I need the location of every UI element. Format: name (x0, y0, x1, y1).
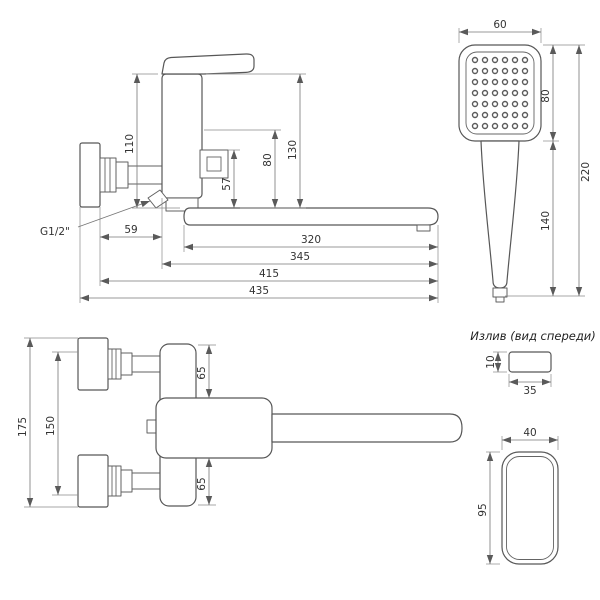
top-connector (107, 348, 161, 380)
spout-bar-front (271, 413, 463, 443)
lever-handle (161, 53, 255, 75)
dim-label-150: 150 (45, 416, 57, 436)
shower-nozzles (471, 56, 529, 130)
dim-side-130: 130 (206, 73, 306, 209)
spout-plan-view: 40 95 (477, 427, 559, 565)
dim-side-435: 435 (79, 207, 438, 303)
bottom-connector (107, 465, 161, 497)
faucet-body (161, 73, 203, 199)
dim-label-80: 80 (262, 153, 274, 166)
diverter-detail (199, 149, 229, 179)
dim-label-345: 345 (290, 251, 310, 263)
dim-label-175: 175 (17, 417, 29, 437)
dim-shower-140: 140 (505, 141, 585, 297)
dim-front-65-top: 65 (196, 344, 216, 398)
dim-label-59: 59 (124, 224, 137, 236)
hand-shower-view: 60 80 140 220 (458, 19, 592, 303)
faucet-side-view: 110 80 130 57 59 (40, 53, 439, 303)
thread-size-label: G1/2" (40, 226, 70, 238)
faucet-spout (183, 207, 439, 226)
shower-handle (480, 140, 520, 289)
shower-face-plate (465, 51, 535, 135)
dim-spout-front-35: 35 (508, 374, 552, 397)
thread-callout: G1/2" (40, 200, 151, 238)
spout-plan-inner-edge (506, 456, 554, 560)
dim-side-415: 415 (100, 268, 438, 285)
dim-label-40: 40 (523, 427, 536, 439)
shower-hose-fitting (147, 189, 169, 209)
shower-inlet-nut (492, 287, 508, 298)
dim-spout-front-10: 10 (485, 351, 507, 373)
faucet-front-view: 175 150 65 65 (17, 337, 463, 508)
dim-label-57: 57 (221, 177, 233, 190)
dim-shower-60: 60 (458, 19, 542, 43)
dim-side-345: 345 (162, 251, 438, 268)
aerator (416, 224, 431, 232)
spout-front-caption: Излив (вид спереди) (470, 329, 596, 343)
wall-escutcheon (79, 142, 101, 208)
dim-spout-plan-40: 40 (501, 427, 559, 450)
dim-front-150: 150 (45, 351, 78, 496)
dim-front-65-bottom: 65 (196, 458, 216, 506)
spout-front-view: Излив (вид спереди) 10 35 (470, 329, 596, 397)
dim-side-80: 80 (204, 129, 281, 208)
dim-shower-220: 220 (575, 45, 592, 296)
dim-label-60: 60 (493, 19, 506, 31)
dim-label-320: 320 (301, 234, 321, 246)
dim-label-65-top: 65 (196, 366, 208, 379)
dim-side-57: 57 (221, 149, 240, 208)
dim-label-35: 35 (523, 385, 536, 397)
dim-label-10: 10 (485, 355, 497, 368)
dim-front-175: 175 (17, 337, 78, 508)
spout-front-outline (508, 351, 552, 373)
spout-plan-outline (501, 451, 559, 565)
dim-label-140: 140 (540, 211, 552, 231)
dim-label-435: 435 (249, 285, 269, 297)
shower-inlet-stub (495, 296, 505, 303)
dim-label-110: 110 (124, 134, 136, 154)
dim-spout-plan-95: 95 (477, 451, 500, 565)
dim-label-shower-80: 80 (540, 89, 552, 102)
dim-side-110: 110 (124, 73, 180, 209)
dim-label-220: 220 (580, 162, 592, 182)
dim-shower-80: 80 (540, 44, 585, 142)
dim-label-65-bottom: 65 (196, 477, 208, 490)
shower-head (458, 44, 542, 142)
dim-label-130: 130 (287, 140, 299, 160)
dim-label-95: 95 (477, 503, 489, 516)
top-escutcheon (77, 337, 109, 391)
dim-label-415: 415 (259, 268, 279, 280)
dim-side-59: 59 (99, 198, 163, 286)
bottom-escutcheon (77, 454, 109, 508)
wall-connector (99, 157, 163, 193)
mixer-block (155, 397, 273, 459)
